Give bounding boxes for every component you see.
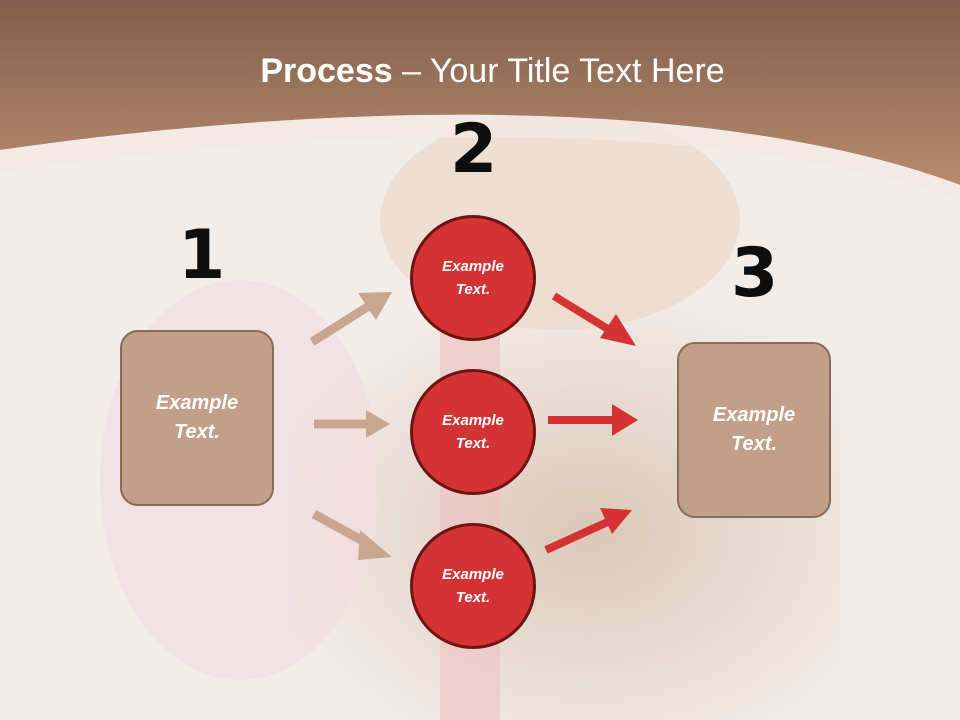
arrow-in-top (309, 300, 375, 346)
process-circle-top: Example Text. (410, 215, 536, 341)
arrow-out-top (551, 292, 619, 338)
title-bold: Process (260, 52, 393, 90)
process-box-left-label: Example Text. (155, 392, 239, 443)
process-box-right: Example Text. (677, 342, 831, 518)
process-circle-top-label: Example Text. (442, 258, 504, 298)
process-circle-bottom-label: Example Text. (442, 566, 504, 606)
process-box-left: Example Text. (120, 330, 274, 506)
process-circle-middle-label: Example Text. (442, 412, 504, 452)
step-number-1: 1 (178, 216, 226, 295)
slide-title: Process – Your Title Text Here (0, 52, 960, 91)
title-rest: – Your Title Text Here (392, 52, 725, 90)
step-number-2: 2 (450, 110, 498, 189)
process-box-right-label: Example Text. (712, 404, 796, 455)
header-band (0, 0, 960, 185)
process-circle-bottom: Example Text. (410, 523, 536, 649)
step-number-3: 3 (731, 234, 779, 313)
arrow-out-bottom (544, 516, 614, 554)
process-circle-middle: Example Text. (410, 369, 536, 495)
